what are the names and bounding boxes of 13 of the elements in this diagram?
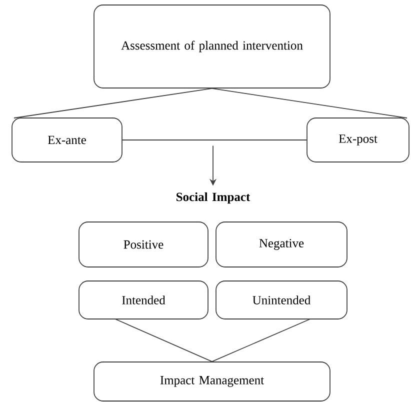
process-box: Ex-ante	[12, 118, 122, 162]
connector-line	[114, 318, 212, 362]
process-box: Ex-post	[306, 118, 410, 162]
connector-line	[212, 88, 408, 118]
category-box: Unintended	[216, 280, 348, 320]
process-box: Impact Management	[94, 362, 330, 402]
category-box: Negative	[216, 222, 348, 268]
category-box: Positive	[78, 222, 208, 268]
heading-text: Social Impact	[176, 192, 250, 204]
connector-line	[14, 88, 212, 118]
connector-line	[212, 318, 311, 362]
category-box: Intended	[78, 280, 208, 320]
process-box: Assessment of planned intervention	[94, 4, 330, 88]
